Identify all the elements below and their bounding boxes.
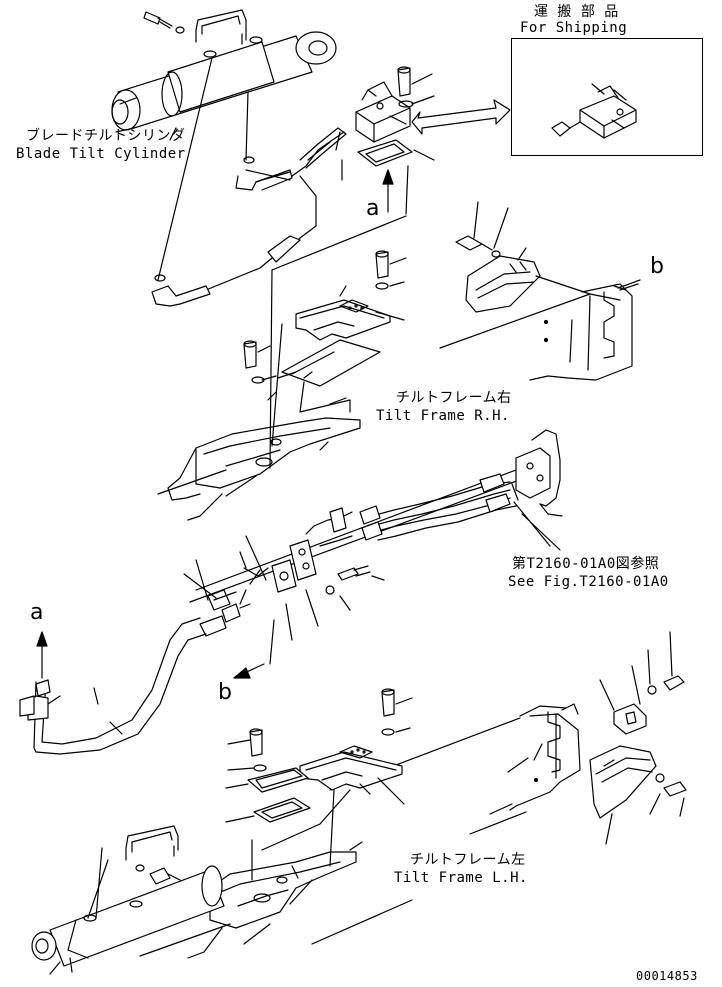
shipping-parts-box — [511, 38, 703, 156]
reference-letter-b-upper: b — [650, 254, 664, 279]
shipping-part — [551, 83, 637, 139]
reference-letter-b-lower: b — [218, 680, 232, 705]
main-hose-assembly — [19, 429, 563, 755]
see-fig-label-jp: 第T2160-01A0図参照 — [512, 556, 660, 572]
bolt-top-left — [143, 11, 185, 34]
blade-tilt-cylinder-upper — [111, 31, 337, 133]
cylinder-hose-lines — [151, 57, 347, 307]
step-plate-lh — [299, 688, 413, 805]
shipping-label-en: For Shipping — [520, 20, 628, 36]
blade-tilt-cylinder-label-jp: ブレードチルトシリンダ — [26, 128, 186, 144]
tilt-frame-rh-label-en: Tilt Frame R.H. — [376, 408, 510, 424]
shipping-label-jp: 運 搬 部 品 — [534, 4, 619, 20]
blade-tilt-cylinder-label-en: Blade Tilt Cylinder — [16, 146, 186, 162]
reference-letter-a-upper: a — [366, 196, 380, 221]
cover-plates-lh — [225, 728, 311, 823]
valve-block-top — [335, 66, 435, 215]
cover-plate-rh — [243, 323, 381, 447]
u-bolt-bottom — [125, 825, 181, 885]
blade-tilt-cylinder-lower — [31, 847, 225, 975]
reference-letter-a-lower: a — [30, 600, 44, 625]
see-fig-label-en: See Fig.T2160-01A0 — [508, 574, 669, 590]
tilt-frame-rh-beam — [439, 275, 641, 381]
end-cap-lower-right — [589, 631, 687, 845]
tilt-frame-rh-bracket — [157, 417, 361, 521]
tilt-frame-rh-label-jp: チルトフレーム右 — [396, 390, 512, 406]
rh-leaders — [269, 215, 407, 469]
tilt-frame-lh-beam — [329, 703, 581, 835]
drawing-number: 00014853 — [636, 969, 698, 983]
leader-cylinder — [169, 127, 177, 141]
tilt-frame-lh-label-en: Tilt Frame L.H. — [394, 870, 528, 886]
u-bolt-top — [195, 9, 247, 45]
step-plate-rh — [295, 250, 407, 341]
tilt-frame-lh-bracket — [139, 789, 413, 959]
leader-lh-frame — [329, 789, 335, 867]
end-cap-upper-right — [455, 201, 541, 313]
shipping-double-arrow — [411, 99, 511, 135]
tilt-frame-lh-label-jp: チルトフレーム左 — [410, 852, 526, 868]
